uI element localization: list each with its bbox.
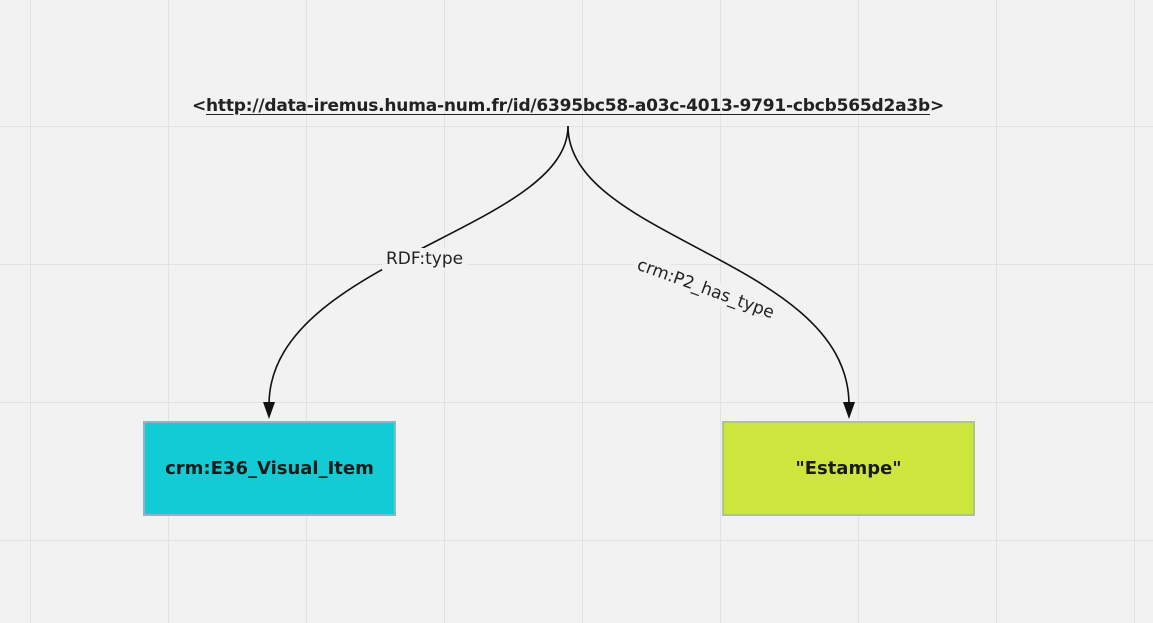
arrowhead-left-icon <box>263 402 275 419</box>
node-estampe-label: "Estampe" <box>795 458 902 479</box>
node-e36-label: crm:E36_Visual_Item <box>165 458 374 479</box>
subject-uri[interactable]: http://data-iremus.huma-num.fr/id/6395bc… <box>206 96 930 116</box>
subject-open-bracket: < <box>191 96 207 116</box>
arrowhead-right-icon <box>843 402 855 419</box>
subject-close-bracket: > <box>929 96 944 116</box>
edge-label-rdf-type: RDF:type <box>382 248 468 270</box>
edge-p2-has-type[interactable] <box>567 125 850 406</box>
subject-node[interactable]: <http://data-iremus.huma-num.fr/id/6395b… <box>150 96 986 116</box>
node-estampe[interactable]: "Estampe" <box>722 421 975 516</box>
node-e36-visual-item[interactable]: crm:E36_Visual_Item <box>143 421 396 516</box>
